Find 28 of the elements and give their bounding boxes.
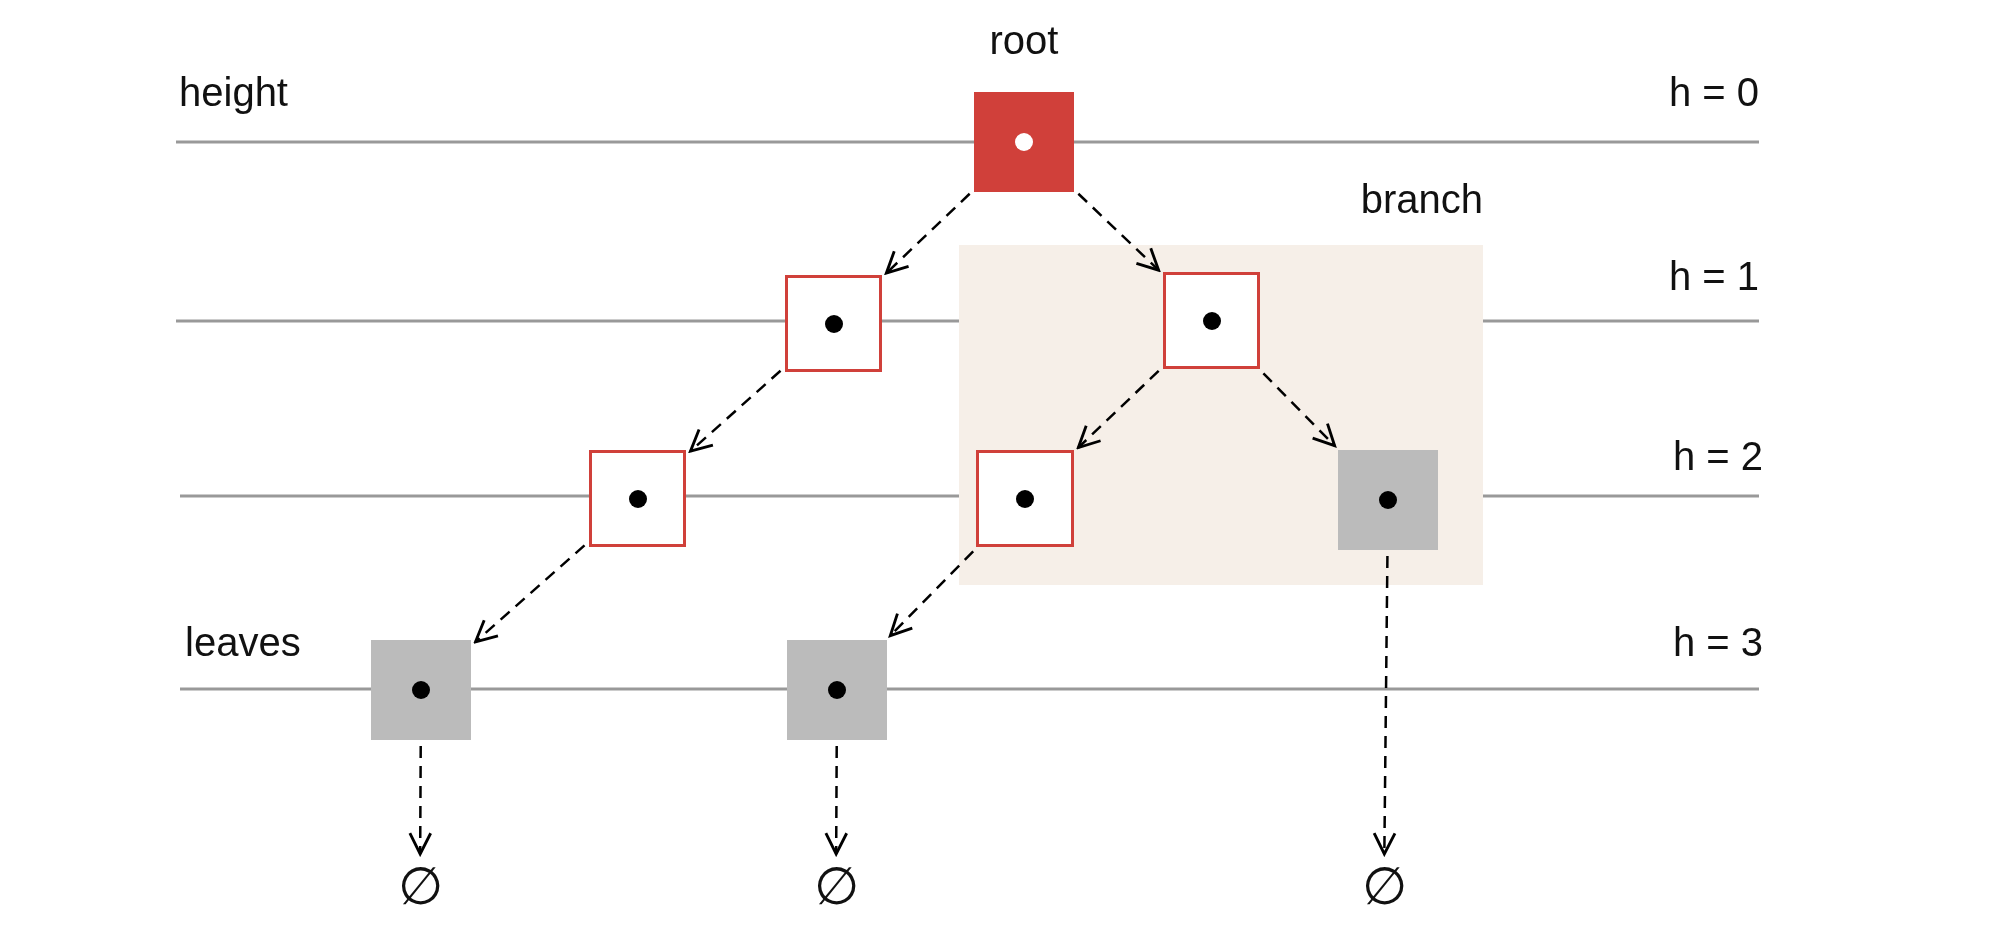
leaf-box bbox=[371, 640, 471, 740]
arrow bbox=[408, 746, 433, 856]
level-label: h = 2 bbox=[1672, 436, 1763, 476]
leaf-box bbox=[787, 640, 887, 740]
level-label: h = 1 bbox=[1668, 256, 1759, 296]
arrow bbox=[884, 192, 971, 275]
level-label: h = 3 bbox=[1672, 622, 1763, 662]
leaves-label: leaves bbox=[185, 622, 301, 662]
node-box bbox=[589, 450, 686, 547]
leaf-box bbox=[1338, 450, 1438, 550]
arrow bbox=[1372, 556, 1397, 856]
arrow bbox=[888, 550, 975, 638]
level-label: h = 0 bbox=[1668, 72, 1759, 112]
node-box bbox=[785, 275, 882, 372]
empty-set-label: ∅ bbox=[396, 860, 444, 912]
arrow bbox=[824, 746, 849, 856]
arrow bbox=[1262, 372, 1337, 448]
arrow bbox=[1077, 192, 1161, 272]
node-box bbox=[1163, 272, 1260, 369]
arrow bbox=[1076, 370, 1160, 449]
node-box bbox=[976, 450, 1074, 547]
branch-label: branch bbox=[1360, 179, 1483, 219]
empty-set-label: ∅ bbox=[1360, 860, 1408, 912]
arrow bbox=[474, 544, 586, 644]
root-label: root bbox=[989, 20, 1059, 60]
arrow bbox=[689, 369, 782, 453]
axis-label: height bbox=[179, 72, 288, 112]
empty-set-label: ∅ bbox=[812, 860, 860, 912]
